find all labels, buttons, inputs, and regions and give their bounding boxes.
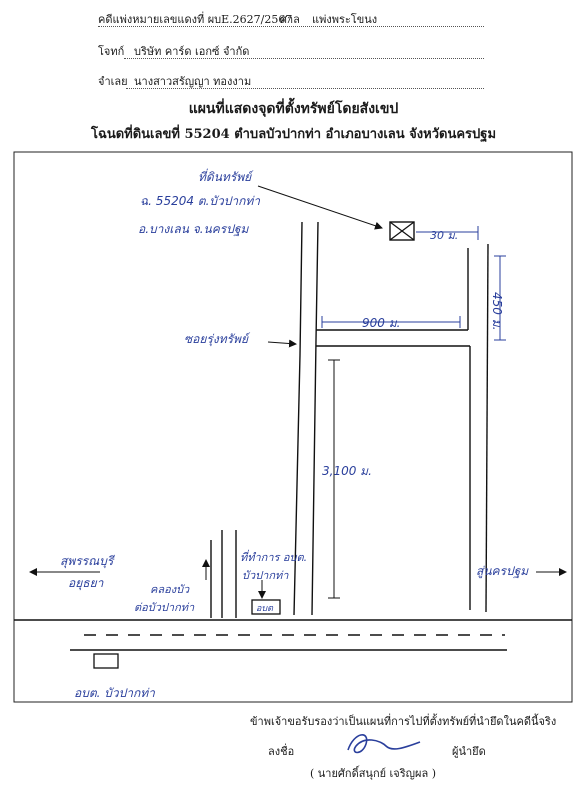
distance-3100m: 3,100 ม. — [322, 464, 372, 478]
header-underline-1 — [98, 26, 484, 27]
header-underline-2 — [124, 58, 484, 59]
court-value: แพ่งพระโขนง — [312, 13, 378, 26]
defendant-label: จำเลย — [98, 75, 128, 88]
deed-label-line2: อ.บางเลน จ.นครปฐม — [138, 222, 249, 236]
soi-label: ซอยรุ่งทรัพย์ — [184, 332, 248, 346]
deed-subtitle: โฉนดที่ดินเลขที่ 55204 ตำบลบัวปากท่า อำเ… — [90, 127, 497, 142]
office-box — [251, 599, 281, 615]
soi-right-edge — [311, 221, 319, 616]
sign-label: ลงชื่อ — [268, 745, 295, 758]
case-number: คดีแพ่งหมายเลขแดงที่ ผบE.2627/2567 — [98, 13, 293, 26]
deed-label-line1: ฉ. 55204 ต.บัวปากท่า — [140, 194, 261, 208]
temple-box — [93, 653, 119, 669]
plaintiff-value: บริษัท คาร์ด เอกซ์ จำกัด — [134, 45, 250, 58]
map-title: แผนที่แสดงจุดที่ตั้งทรัพย์โดยสังเขป — [188, 101, 399, 117]
temple-label: อบต. บัวปากท่า — [74, 686, 155, 700]
map-frame — [13, 151, 573, 703]
plaintiff-label: โจทก์ — [98, 45, 125, 58]
court-label: ศาล — [280, 13, 300, 26]
signature — [347, 734, 421, 754]
soi-left-edge — [293, 221, 303, 616]
east-road-right-edge — [485, 243, 489, 613]
canal-line2: ต่อบัวปากท่า — [134, 601, 195, 614]
certification-text: ข้าพเจ้าขอรับรองว่าเป็นแผนที่การไปที่ตั้… — [250, 715, 557, 728]
to-right-label: สู่นครปฐม — [476, 564, 529, 578]
office-label-line1: ที่ทำการ อบต. — [240, 551, 308, 564]
to-left-line1: สุพรรณบุรี — [60, 554, 114, 568]
distance-450m: 450 ม. — [490, 292, 504, 331]
property-label: ที่ดินทรัพย์ — [198, 170, 252, 184]
office-label-line2: บัวปากท่า — [242, 569, 289, 582]
signer-name: ( นายศักดิ์สนุกย์ เจริญผล ) — [310, 767, 437, 780]
distance-30m: 30 ม. — [430, 229, 459, 242]
to-left-line2: อยุธยา — [68, 576, 104, 590]
office-box-label: อบต — [256, 604, 273, 614]
distance-900m: 900 ม. — [362, 316, 401, 330]
defendant-value: นางสาวสรัญญา ทองงาม — [134, 75, 252, 88]
canal-line1: คลองบัว — [150, 583, 190, 596]
role-label: ผู้นำยึด — [452, 745, 486, 758]
property-marker — [389, 221, 415, 241]
header-underline-3 — [126, 88, 484, 89]
